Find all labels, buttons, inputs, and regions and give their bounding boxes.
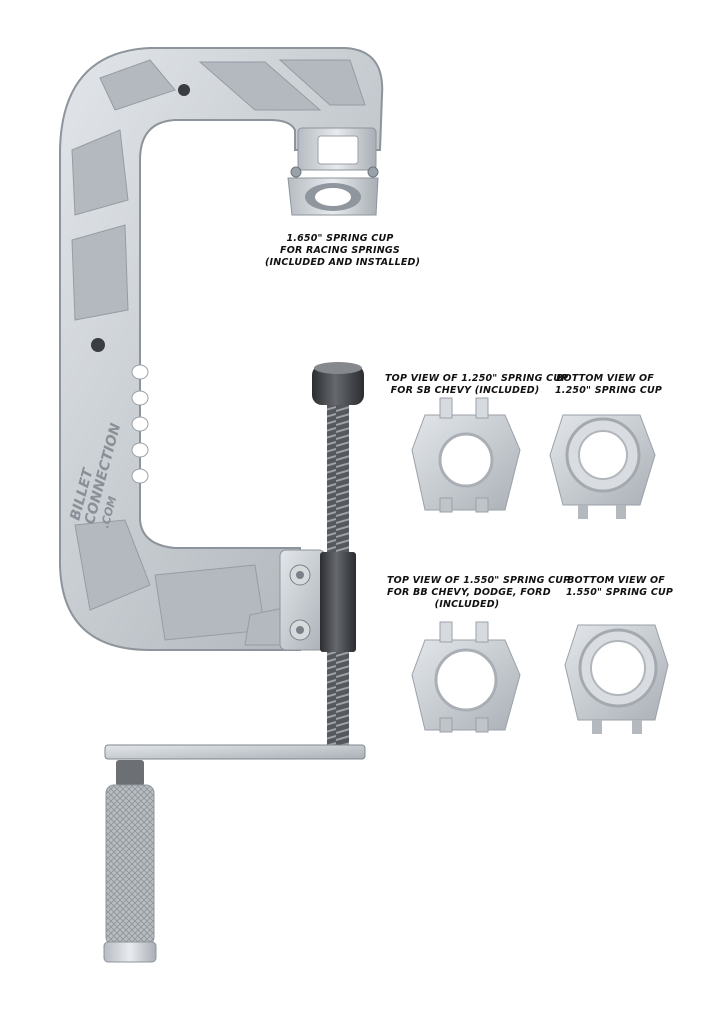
caption-line: FOR RACING SPRINGS	[280, 245, 400, 256]
caption-line: 1.650" SPRING CUP	[286, 233, 394, 244]
crank-handle	[103, 744, 366, 963]
upper-spring-cup	[287, 127, 379, 216]
c-frame	[59, 47, 384, 651]
caption-line: (INCLUDED AND INSTALLED)	[265, 257, 421, 268]
caption-line: BOTTOM VIEW OF	[567, 575, 665, 586]
caption-bottom-view-1550: BOTTOM VIEW OF 1.550" SPRING CUP	[566, 575, 674, 599]
cup-bottom-1550	[564, 624, 669, 734]
caption-line: 1.550" SPRING CUP	[566, 587, 674, 598]
caption-1650-cup: 1.650" SPRING CUP FOR RACING SPRINGS (IN…	[265, 233, 421, 269]
mount-plate	[279, 549, 326, 651]
caption-line: (INCLUDED)	[434, 599, 500, 610]
caption-line: BOTTOM VIEW OF	[556, 373, 654, 384]
caption-line: FOR BB CHEVY, DODGE, FORD	[387, 587, 551, 598]
caption-line: 1.250" SPRING CUP	[555, 385, 663, 396]
caption-line: FOR SB CHEVY (INCLUDED)	[390, 385, 540, 396]
caption-bottom-view-1250: BOTTOM VIEW OF 1.250" SPRING CUP	[555, 373, 663, 397]
caption-line: TOP VIEW OF 1.550" SPRING CUP	[387, 575, 571, 586]
cup-top-1550	[411, 621, 521, 733]
cup-top-1250	[411, 397, 521, 513]
caption-top-view-1250: TOP VIEW OF 1.250" SPRING CUP FOR SB CHE…	[385, 373, 569, 397]
caption-top-view-1550: TOP VIEW OF 1.550" SPRING CUP FOR BB CHE…	[387, 575, 571, 611]
caption-line: TOP VIEW OF 1.250" SPRING CUP	[385, 373, 569, 384]
threaded-rod	[312, 362, 364, 750]
cup-bottom-1250	[549, 414, 656, 519]
